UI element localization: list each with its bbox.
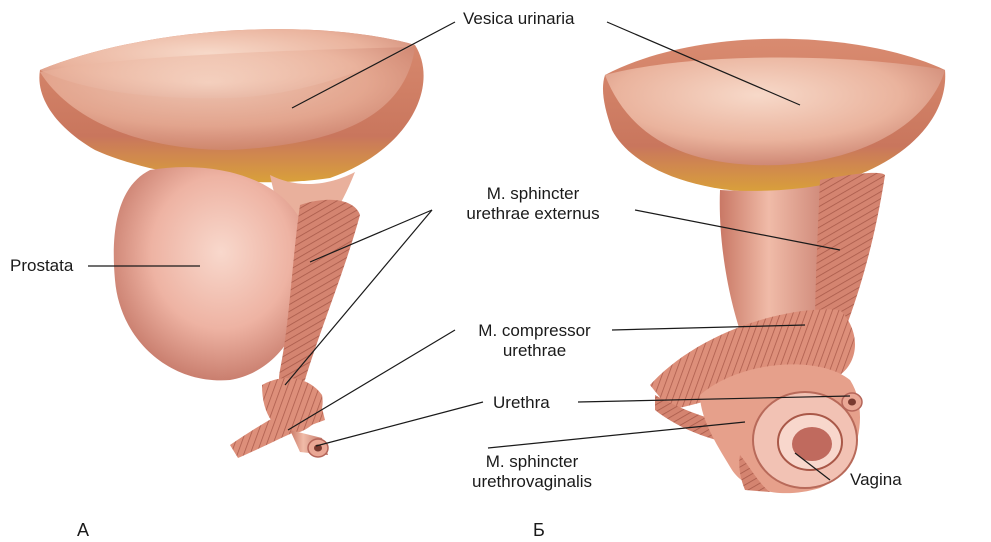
panel-label-b: Б <box>533 520 545 541</box>
label-vesica-urinaria: Vesica urinaria <box>463 9 575 29</box>
label-sphincter-urethrovaginalis: M. sphincter urethrovaginalis <box>462 452 602 492</box>
label-sphincter-externus-line1: M. sphincter <box>443 184 623 204</box>
label-compressor-line1: M. compressor <box>462 321 607 341</box>
leader-urethra-left <box>316 402 483 446</box>
label-compressor-line2: urethrae <box>462 341 607 361</box>
left-urethra-tube <box>290 430 328 457</box>
label-urethrovaginalis-line2: urethrovaginalis <box>462 472 602 492</box>
label-prostata: Prostata <box>10 256 73 276</box>
prostate-shape <box>114 167 309 380</box>
label-sphincter-externus-line2: urethrae externus <box>443 204 623 224</box>
label-urethrovaginalis-line1: M. sphincter <box>462 452 602 472</box>
label-urethra: Urethra <box>493 393 550 413</box>
right-vagina-tube <box>700 364 862 493</box>
right-bladder <box>603 39 945 192</box>
label-compressor-urethrae: M. compressor urethrae <box>462 321 607 361</box>
label-vagina: Vagina <box>850 470 902 490</box>
left-bladder <box>39 29 423 182</box>
panel-label-a: А <box>77 520 89 541</box>
label-sphincter-externus: M. sphincter urethrae externus <box>443 184 623 224</box>
